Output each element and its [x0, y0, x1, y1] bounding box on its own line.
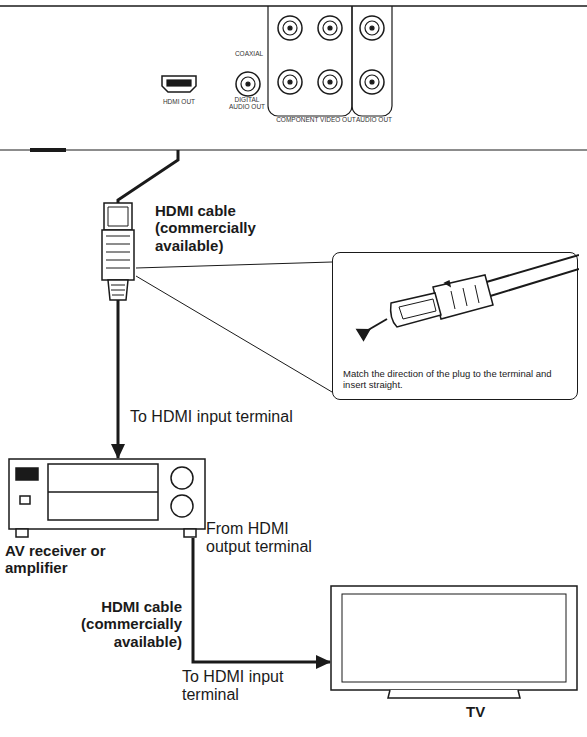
hdmi-plug — [102, 203, 134, 300]
receiver-drawing — [8, 458, 206, 538]
hdmi-cable — [193, 538, 330, 662]
panel-edge — [0, 6, 587, 150]
terminal-label: To HDMI input terminal — [130, 408, 300, 426]
device-label: TV — [466, 703, 526, 720]
av-receiver: AV receiver or amplifier — [8, 458, 206, 538]
tv-set: TV — [330, 585, 578, 700]
leader-line — [136, 262, 332, 392]
cable-label: HDMI cable (commercially available) — [155, 202, 315, 254]
terminal-label: To HDMI input terminal — [182, 668, 332, 705]
jack-label: COAXIAL — [224, 50, 274, 57]
plug-closeup — [333, 253, 579, 363]
tv-drawing — [330, 585, 578, 700]
callout-text: Match the direction of the plug to the t… — [343, 369, 569, 391]
terminal-label: From HDMI output terminal — [206, 520, 316, 557]
jack-label: AUDIO OUT — [354, 116, 394, 123]
panel-drawing — [0, 6, 587, 150]
port-label: HDMI OUT — [154, 98, 204, 105]
jack-label: COMPONENT VIDEO OUT — [276, 116, 356, 123]
callout-box: Match the direction of the plug to the t… — [332, 252, 578, 400]
cable-label: HDMI cable (commercially available) — [14, 598, 182, 650]
jack-label: DIGITAL AUDIO OUT — [224, 96, 270, 110]
device-label: AV receiver or amplifier — [5, 542, 140, 577]
player-rear-panel: HDMI OUT — [0, 6, 587, 150]
